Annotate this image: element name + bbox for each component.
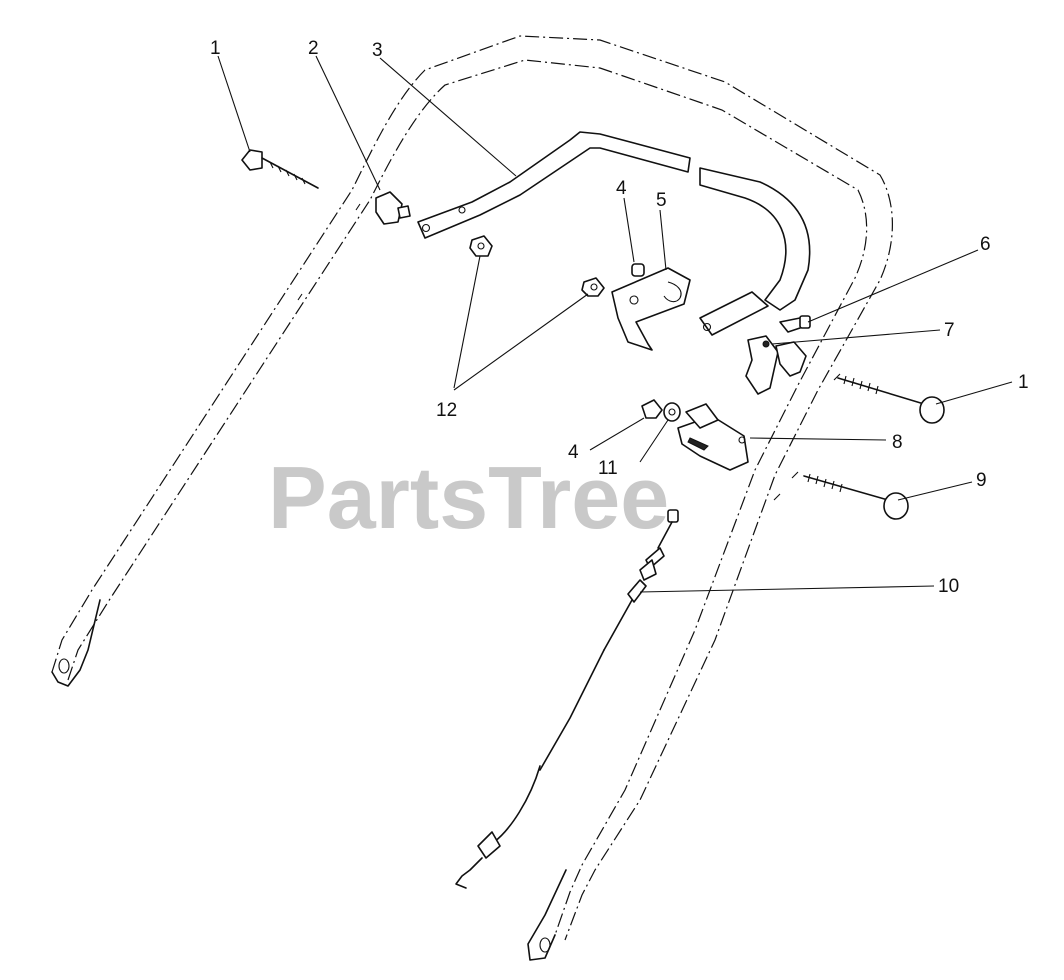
bolt-right-1: [837, 375, 945, 424]
nut-lower: [641, 399, 663, 419]
callout-6: 6: [980, 234, 991, 255]
nut-small-upper: [631, 263, 645, 277]
watermark: PartsTree: [268, 448, 669, 547]
upper-handle: [417, 131, 811, 336]
callout-2: 2: [308, 38, 319, 59]
callout-9: 9: [976, 470, 987, 491]
callout-3: 3: [372, 40, 383, 61]
control-block: [677, 403, 749, 471]
spacer: [375, 191, 411, 225]
callout-7: 7: [944, 320, 955, 341]
callout-10: 10: [938, 576, 959, 597]
callout-4-upper: 4: [616, 178, 627, 199]
leader-lines: [217, 55, 1013, 593]
handle-frame: [51, 35, 893, 961]
callout-5: 5: [656, 190, 667, 211]
callout-12: 12: [436, 400, 457, 421]
callout-11: 11: [598, 458, 618, 479]
control-cable: [455, 509, 679, 889]
callout-8: 8: [892, 432, 903, 453]
callout-4-lower: 4: [568, 442, 579, 463]
locknut-upper: [469, 235, 493, 257]
washer: [663, 402, 681, 422]
callout-1-right: 1: [1018, 372, 1029, 393]
callout-1-left: 1: [210, 38, 221, 59]
bracket: [611, 267, 691, 351]
knob-upper: [745, 335, 807, 395]
callouts: 1 2 3 4 5 6 7 1 12 4 8 11 9 10: [210, 38, 1029, 597]
bolt-right-9: [803, 473, 909, 520]
bolt-left-upper: [241, 149, 319, 189]
bolt-short: [779, 315, 811, 333]
locknut-middle: [581, 277, 605, 297]
